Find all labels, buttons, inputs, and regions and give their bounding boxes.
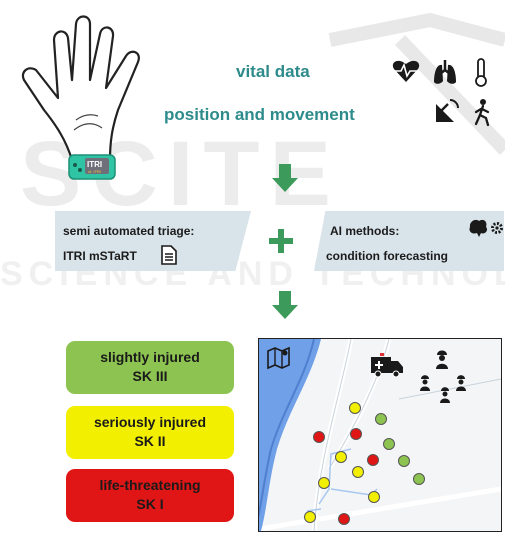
ambulance-icon <box>371 353 403 378</box>
plus-icon <box>269 229 293 253</box>
position-icons <box>436 99 490 127</box>
patient-marker <box>349 402 361 414</box>
responder-icon <box>440 387 450 403</box>
severity-code: SK III <box>132 368 168 384</box>
ai-title: AI methods: <box>330 224 400 238</box>
heart-pulse-icon <box>392 60 420 82</box>
severity-slightly-injured: slightly injured SK III <box>66 341 234 394</box>
walking-person-icon <box>474 99 490 127</box>
patient-marker <box>335 451 347 463</box>
brain-icon <box>469 219 488 237</box>
wristband-small-text: cf. ITRI <box>88 169 101 174</box>
patient-marker <box>304 511 316 523</box>
ai-panel: AI methods: condition forecasting <box>314 211 504 271</box>
patient-marker <box>313 431 325 443</box>
severity-code: SK II <box>134 433 166 449</box>
responder-icon <box>420 375 430 391</box>
hand-illustration: ITRI cf. ITRI <box>21 15 140 180</box>
patient-marker <box>350 428 362 440</box>
lungs-icon <box>434 60 456 84</box>
patient-marker <box>338 513 350 525</box>
severity-seriously-injured: seriously injured SK II <box>66 406 234 459</box>
responder-icon <box>436 350 448 369</box>
thermometer-icon <box>475 58 487 87</box>
patient-marker <box>367 454 379 466</box>
severity-life-threatening: life-threatening SK I <box>66 469 234 522</box>
vital-data-label: vital data <box>236 62 310 81</box>
severity-title: slightly injured <box>100 349 200 365</box>
down-arrow-1 <box>272 164 298 192</box>
vital-icons <box>392 58 487 87</box>
severity-title: life-threatening <box>99 477 201 493</box>
patient-marker <box>368 491 380 503</box>
gears-icon <box>491 222 503 234</box>
river <box>259 339 321 531</box>
patient-marker <box>318 477 330 489</box>
patient-marker <box>383 438 395 450</box>
patient-marker <box>413 473 425 485</box>
patient-marker <box>375 413 387 425</box>
triage-panel: semi automated triage: ITRI mSTaRT <box>55 211 251 271</box>
ai-subtitle: condition forecasting <box>326 249 449 263</box>
ai-icons <box>469 219 503 237</box>
wristband-brand: ITRI <box>87 160 102 169</box>
patient-marker <box>398 455 410 467</box>
patient-marker <box>352 466 364 478</box>
severity-code: SK I <box>136 496 164 512</box>
satellite-dish-icon <box>436 99 459 122</box>
incident-map <box>258 338 502 532</box>
position-movement-label: position and movement <box>164 105 355 124</box>
map-icon <box>267 346 290 370</box>
triage-title: semi automated triage: <box>63 224 195 238</box>
responder-icon <box>456 375 466 391</box>
down-arrow-2 <box>272 291 298 319</box>
severity-title: seriously injured <box>93 414 207 430</box>
triage-subtitle: ITRI mSTaRT <box>63 249 137 263</box>
document-icon <box>161 245 177 265</box>
